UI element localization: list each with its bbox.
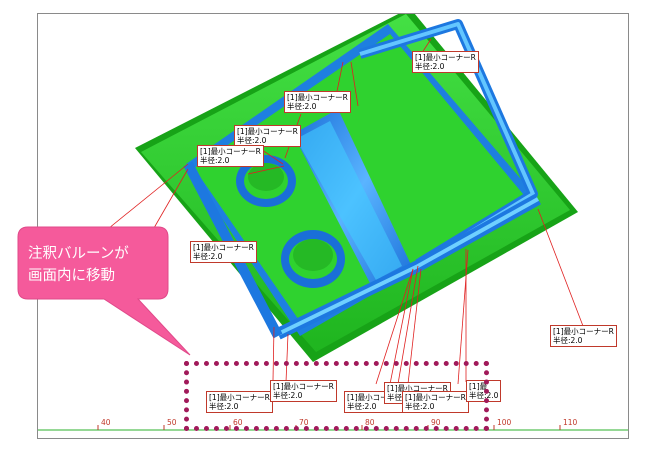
highlight-dotted-box — [184, 361, 489, 431]
callout-text: 注釈バルーンが 画面内に移動 — [28, 246, 129, 284]
ruler-tick-label: 40 — [101, 418, 111, 427]
model-scene — [38, 14, 628, 431]
ruler-tick-label: 110 — [563, 418, 578, 427]
ruler-tick-label: 100 — [497, 418, 512, 427]
callout-bubble-shape — [17, 226, 191, 356]
part-body — [135, 14, 578, 362]
ruler-tick-label: 50 — [167, 418, 177, 427]
speech-callout: 注釈バルーンが 画面内に移動 — [17, 226, 191, 356]
ruler-tick-label: 60 — [233, 418, 243, 427]
ruler-tick-label: 90 — [431, 418, 441, 427]
annotation-balloon[interactable]: [1]最半径:2.0 — [466, 380, 502, 402]
ruler-tick-label: 80 — [365, 418, 375, 427]
ruler-tick-label: 70 — [299, 418, 309, 427]
